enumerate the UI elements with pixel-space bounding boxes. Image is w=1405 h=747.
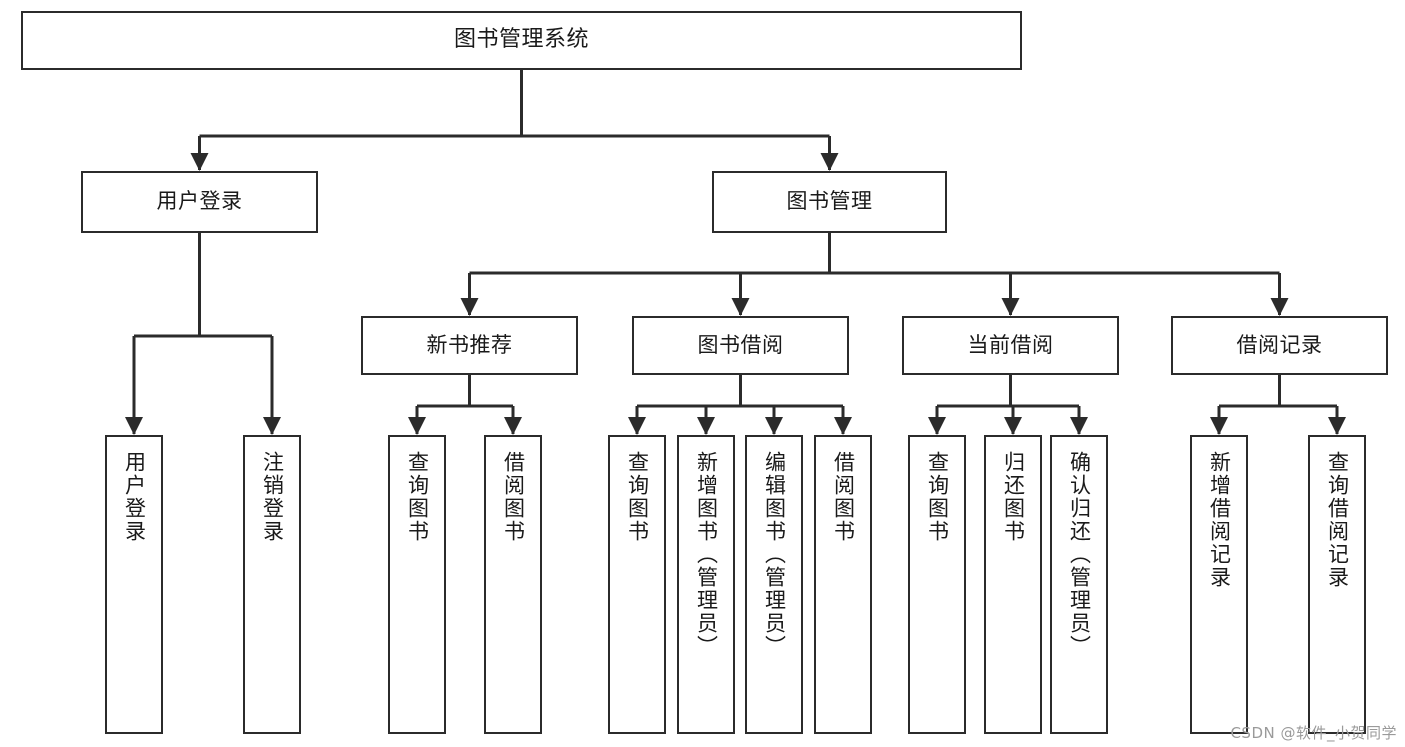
node-leaf-user-login[interactable]: 用户登录	[105, 435, 163, 734]
node-leaf-borrow-book-2[interactable]: 借阅图书	[814, 435, 872, 734]
node-label: 归还图书	[1001, 451, 1026, 543]
node-label: 图书管理	[786, 189, 873, 214]
node-new-book-rec[interactable]: 新书推荐	[361, 316, 578, 375]
arrow-head-icon	[1328, 417, 1346, 435]
node-book-borrow[interactable]: 图书借阅	[632, 316, 849, 375]
node-root[interactable]: 图书管理系统	[21, 11, 1022, 70]
arrow-head-icon	[834, 417, 852, 435]
node-label: 图书管理系统	[453, 27, 589, 53]
node-book-manage[interactable]: 图书管理	[712, 171, 947, 233]
node-current-borrow[interactable]: 当前借阅	[902, 316, 1119, 375]
node-label: 当前借阅	[967, 332, 1054, 357]
node-leaf-borrow-book-1[interactable]: 借阅图书	[484, 435, 542, 734]
arrow-head-icon	[504, 417, 522, 435]
node-label: 用户登录	[156, 189, 243, 214]
arrow-head-icon	[1004, 417, 1022, 435]
node-leaf-confirm-return[interactable]: 确认归还（管理员）	[1050, 435, 1108, 734]
arrow-head-icon	[408, 417, 426, 435]
arrow-head-icon	[1070, 417, 1088, 435]
node-leaf-query-record[interactable]: 查询借阅记录	[1308, 435, 1366, 734]
node-leaf-query-book-3[interactable]: 查询图书	[908, 435, 966, 734]
node-label: 新增借阅记录	[1207, 451, 1232, 589]
node-leaf-add-book[interactable]: 新增图书（管理员）	[677, 435, 735, 734]
arrow-head-icon	[928, 417, 946, 435]
node-leaf-query-book-2[interactable]: 查询图书	[608, 435, 666, 734]
arrow-head-icon	[1210, 417, 1228, 435]
node-user-login[interactable]: 用户登录	[81, 171, 318, 233]
node-borrow-record[interactable]: 借阅记录	[1171, 316, 1388, 375]
node-label: 用户登录	[122, 451, 147, 543]
node-leaf-edit-book[interactable]: 编辑图书（管理员）	[745, 435, 803, 734]
node-label: 编辑图书（管理员）	[762, 451, 787, 658]
arrow-head-icon	[697, 417, 715, 435]
node-label: 借阅图书	[831, 451, 856, 543]
node-label: 借阅图书	[501, 451, 526, 543]
node-leaf-query-book-1[interactable]: 查询图书	[388, 435, 446, 734]
arrow-head-icon	[460, 298, 479, 316]
arrow-head-icon	[125, 417, 143, 435]
node-leaf-user-logout[interactable]: 注销登录	[243, 435, 301, 734]
node-label: 新书推荐	[426, 332, 513, 357]
arrow-head-icon	[1001, 298, 1020, 316]
arrow-head-icon	[731, 298, 750, 316]
arrow-head-icon	[190, 153, 209, 171]
node-label: 借阅记录	[1236, 332, 1323, 357]
arrow-head-icon	[263, 417, 281, 435]
node-label: 查询借阅记录	[1325, 451, 1350, 589]
node-leaf-add-record[interactable]: 新增借阅记录	[1190, 435, 1248, 734]
arrow-head-icon	[628, 417, 646, 435]
node-label: 图书借阅	[697, 332, 784, 357]
node-label: 注销登录	[260, 451, 285, 543]
node-label: 查询图书	[625, 451, 650, 543]
node-leaf-return-book[interactable]: 归还图书	[984, 435, 1042, 734]
node-label: 新增图书（管理员）	[694, 451, 719, 658]
arrow-head-icon	[1270, 298, 1289, 316]
node-label: 查询图书	[925, 451, 950, 543]
arrow-head-icon	[820, 153, 839, 171]
node-label: 查询图书	[405, 451, 430, 543]
arrow-head-icon	[765, 417, 783, 435]
node-label: 确认归还（管理员）	[1067, 451, 1092, 658]
